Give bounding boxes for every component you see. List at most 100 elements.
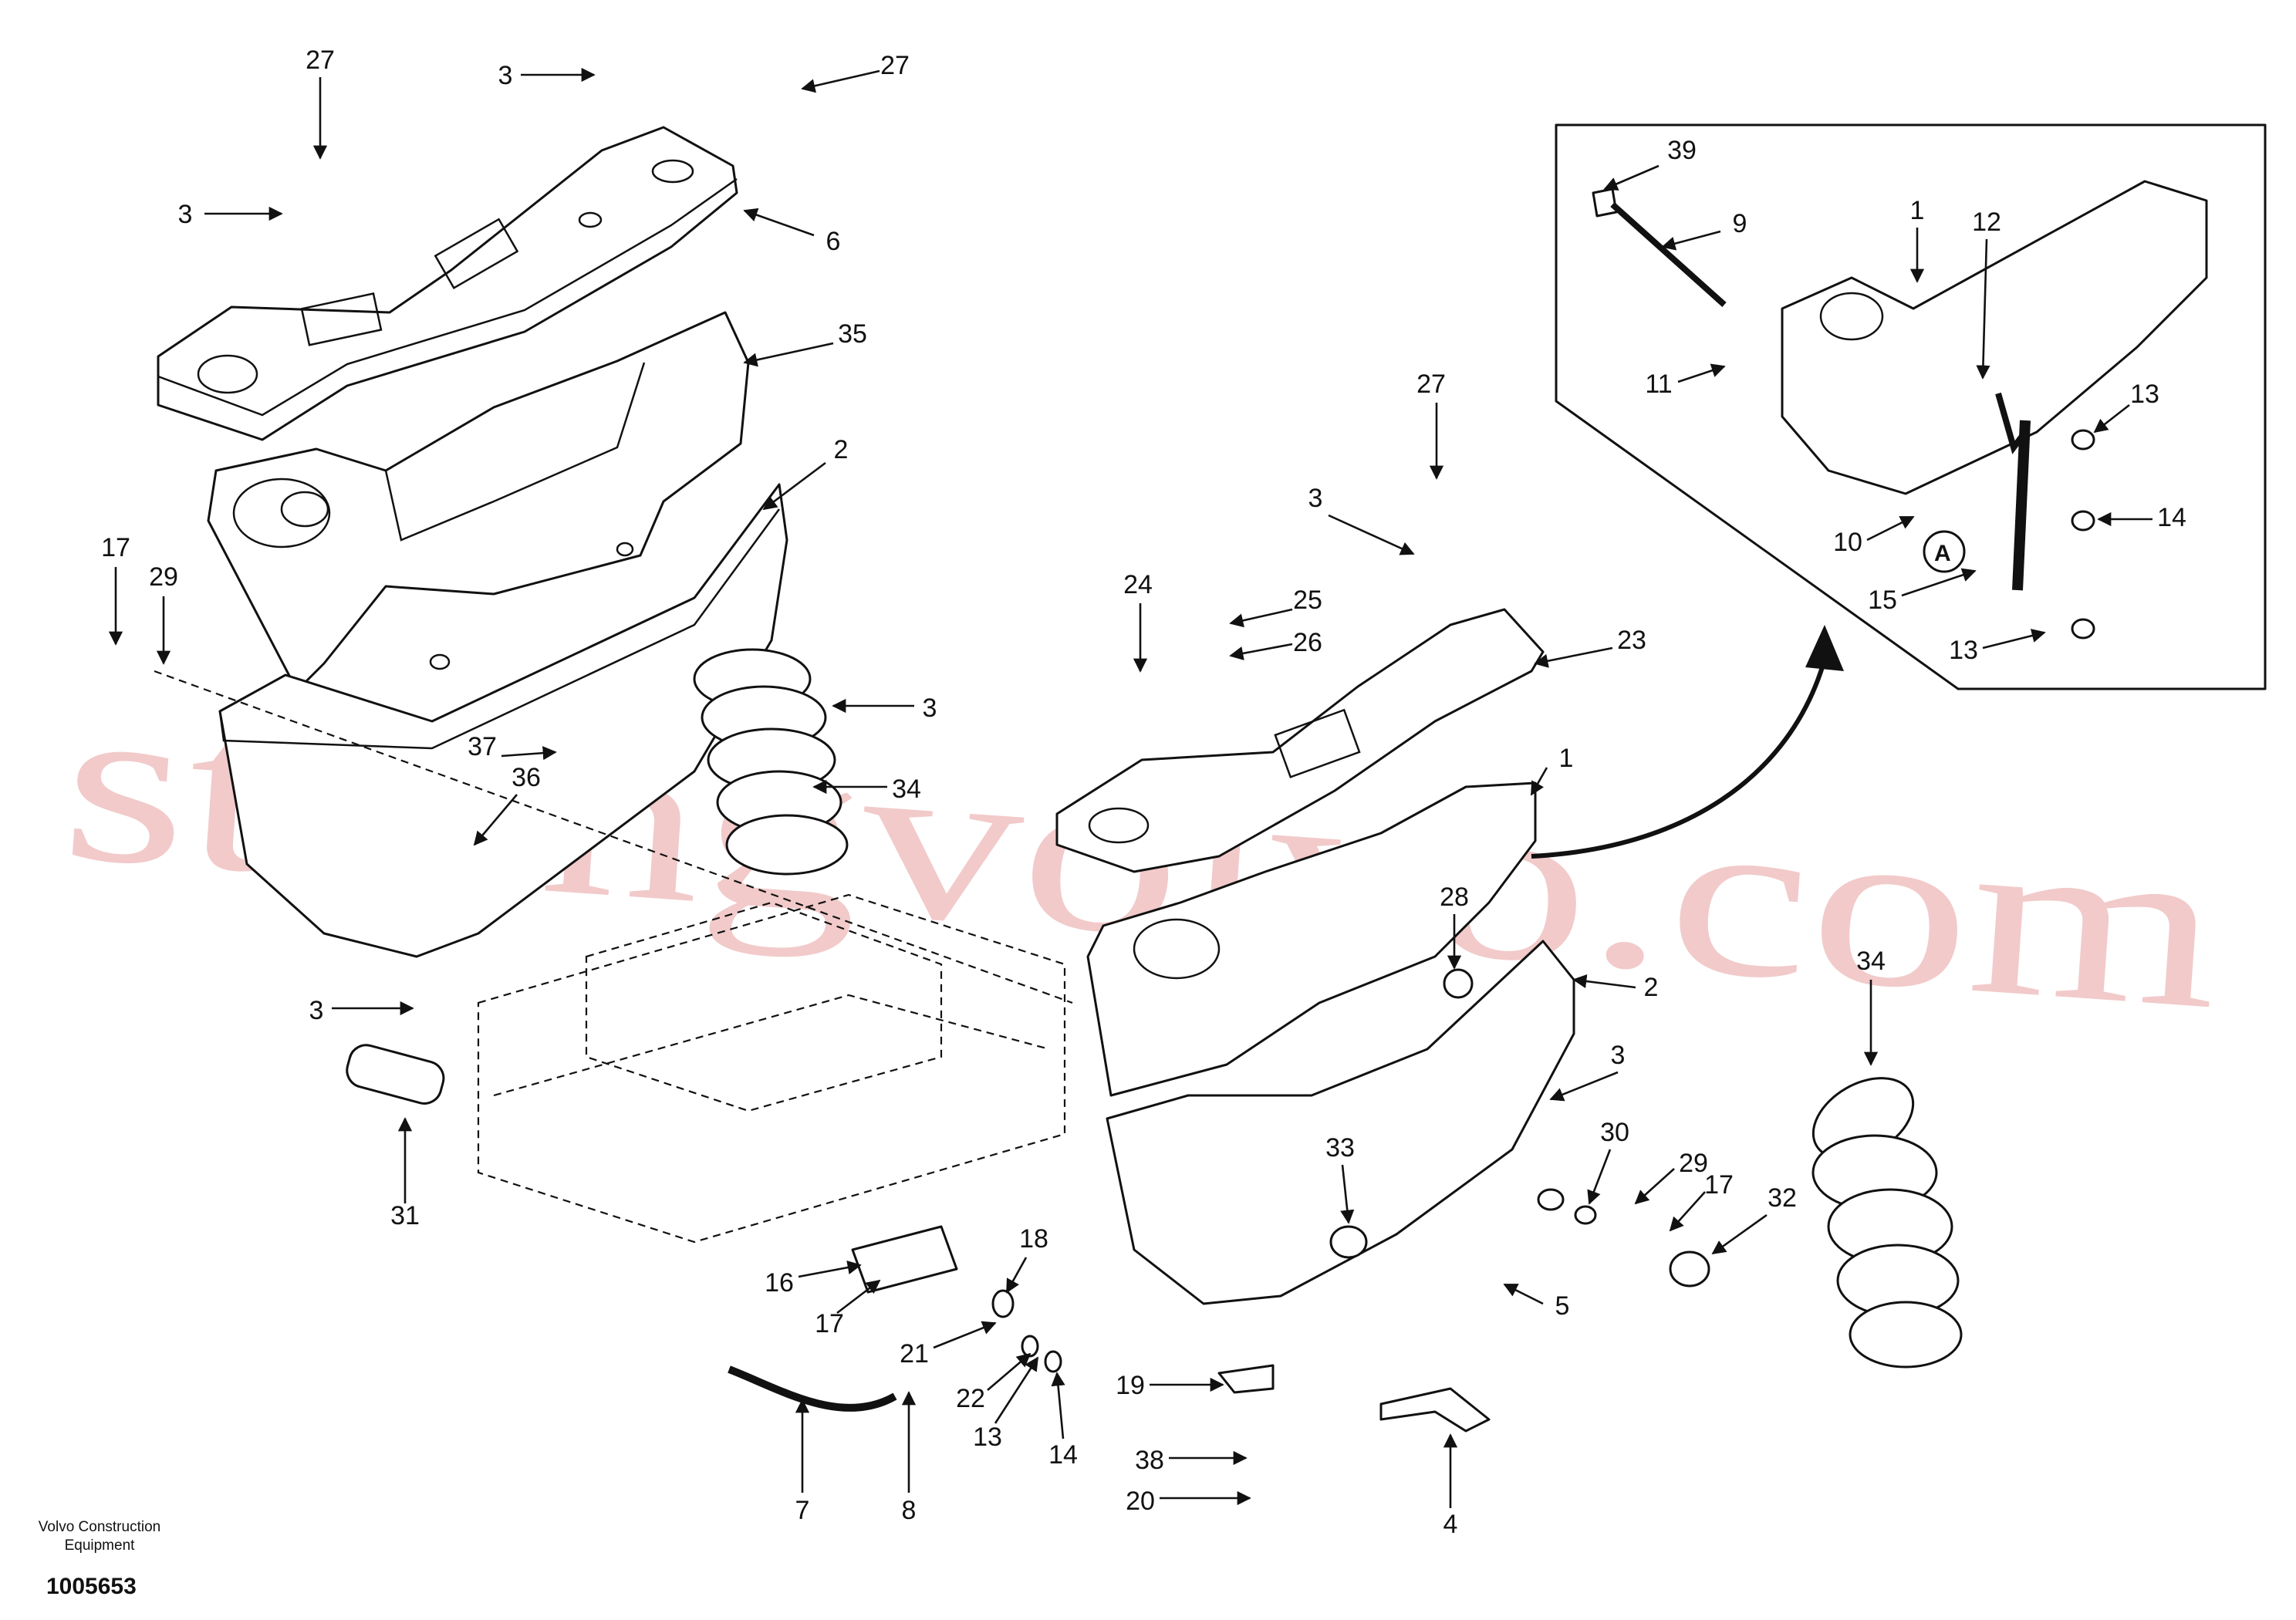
callout-label: 27 — [306, 46, 335, 75]
callout-label: 17 — [101, 533, 130, 562]
callout-label: 31 — [390, 1201, 420, 1230]
callout-leader — [1603, 164, 1660, 191]
callout-28: 28 — [1440, 883, 1469, 970]
callout-2: 2 — [1572, 973, 1659, 1002]
callout-leader — [1866, 515, 1915, 542]
callout-18: 18 — [1005, 1224, 1048, 1294]
callout-label: 7 — [795, 1496, 810, 1525]
center-console-assembly — [1055, 608, 1963, 1433]
callout-label: 37 — [468, 732, 497, 761]
center-handle-19 — [1217, 1364, 1275, 1394]
center-bracket-4 — [1379, 1387, 1491, 1433]
callout-leader — [1503, 1283, 1544, 1305]
callout-leader — [1982, 629, 2046, 650]
callout-leader — [1534, 646, 1613, 668]
callout-label: 1 — [1910, 196, 1925, 225]
callout-label: 5 — [1555, 1291, 1570, 1321]
callout-37: 37 — [468, 732, 557, 761]
callout-label: 14 — [1048, 1440, 1078, 1470]
callout-label: 35 — [838, 319, 867, 349]
callout-leader — [987, 1352, 1032, 1391]
callout-11: 11 — [1645, 363, 1726, 399]
callout-13: 13 — [1949, 629, 2046, 665]
callout-22: 22 — [956, 1352, 1032, 1413]
footer-doc-number: 1005653 — [46, 1574, 137, 1599]
callout-9: 9 — [1661, 209, 1747, 251]
callout-leader — [1711, 1213, 1768, 1255]
callout-label: 3 — [1611, 1041, 1626, 1070]
callout-10: 10 — [1833, 515, 1915, 557]
callout-17: 17 — [1669, 1170, 1734, 1232]
callout-5: 5 — [1503, 1283, 1570, 1321]
callout-leader — [1572, 974, 1636, 989]
right-bellows-boot — [1811, 1077, 1963, 1369]
callout-label: 8 — [902, 1496, 917, 1525]
callout-leader — [1549, 1071, 1619, 1102]
callout-27: 27 — [306, 46, 335, 160]
detail-frame — [1555, 123, 2267, 690]
callout-leader — [2093, 403, 2130, 434]
callout-24: 24 — [1123, 570, 1153, 673]
callout-13: 13 — [2093, 380, 2159, 434]
callout-leader — [1901, 568, 1977, 597]
callout-20: 20 — [1126, 1487, 1251, 1516]
left-console-assembly — [154, 126, 1073, 1412]
callout-label: 2 — [834, 435, 849, 464]
callout-label: 34 — [1856, 947, 1886, 976]
callout-label: 4 — [1443, 1510, 1458, 1539]
callout-leader — [743, 342, 834, 367]
callout-label: 10 — [1833, 528, 1862, 557]
callout-25: 25 — [1229, 586, 1322, 628]
callout-label: 3 — [498, 61, 513, 90]
callout-label: 13 — [2130, 380, 2159, 409]
left-bellows-boot — [693, 648, 849, 876]
callout-label: 2 — [1644, 973, 1659, 1002]
callout-label: 12 — [1972, 208, 2001, 237]
callout-label: 25 — [1293, 586, 1322, 615]
callout-3: 3 — [1308, 484, 1415, 555]
left-lower-box — [218, 483, 788, 958]
callout-1: 1 — [1530, 744, 1573, 796]
callout-leader — [1669, 1191, 1706, 1232]
callout-30: 30 — [1587, 1118, 1629, 1205]
callout-label: 20 — [1126, 1487, 1155, 1516]
callout-label: 39 — [1667, 136, 1697, 165]
callout-leader — [501, 746, 557, 761]
callout-3: 3 — [309, 996, 414, 1025]
callout-4: 4 — [1443, 1433, 1458, 1539]
callout-26: 26 — [1229, 628, 1322, 660]
callout-label: 13 — [1949, 636, 1978, 665]
callout-3: 3 — [1549, 1041, 1626, 1102]
callout-leader — [1229, 608, 1293, 628]
callout-label: 15 — [1868, 586, 1897, 615]
callout-1: 1 — [1910, 196, 1925, 283]
callout-12: 12 — [1972, 208, 2001, 380]
callout-leader — [762, 461, 826, 511]
callout-leader — [1661, 230, 1721, 251]
callout-label: 27 — [880, 51, 910, 80]
callout-label: 26 — [1293, 628, 1322, 657]
callout-leader — [994, 1356, 1039, 1424]
callout-leader — [1677, 363, 1726, 383]
callout-leader — [801, 69, 880, 93]
callout-label: 23 — [1617, 626, 1646, 655]
callout-label: 36 — [512, 763, 541, 792]
callout-leader — [933, 1321, 997, 1349]
callout-3: 3 — [832, 694, 937, 723]
callout-label: 9 — [1733, 209, 1747, 238]
callout-34: 34 — [1856, 947, 1886, 1066]
callout-27: 27 — [1416, 370, 1446, 480]
footer-company: Volvo Construction Equipment — [38, 1519, 161, 1554]
callout-label: 3 — [309, 996, 324, 1025]
callout-31: 31 — [390, 1117, 420, 1230]
callout-19: 19 — [1116, 1371, 1224, 1400]
callout-39: 39 — [1603, 136, 1697, 191]
center-lower-box — [1106, 940, 1575, 1305]
callout-36: 36 — [473, 763, 541, 846]
callout-17: 17 — [815, 1279, 881, 1338]
callout-17: 17 — [101, 533, 130, 646]
callout-6: 6 — [743, 208, 840, 256]
callout-label: 21 — [900, 1339, 929, 1369]
